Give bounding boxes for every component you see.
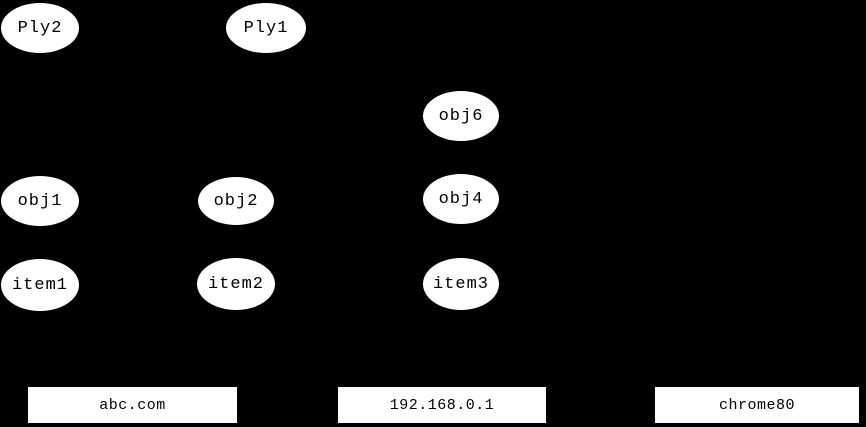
- box-label-chrome80: chrome80: [718, 396, 795, 414]
- node-label-ply2: Ply2: [17, 18, 63, 38]
- node-obj2: obj2: [198, 177, 274, 225]
- node-item1: item1: [1, 259, 79, 311]
- node-label-obj1: obj1: [17, 191, 63, 211]
- node-label-obj2: obj2: [213, 191, 259, 211]
- node-ply1: Ply1: [226, 3, 306, 53]
- node-label-item2: item2: [207, 274, 264, 294]
- node-item2: item2: [197, 258, 275, 310]
- node-obj6: obj6: [423, 91, 499, 141]
- node-obj1: obj1: [1, 176, 79, 226]
- box-abc-com: abc.com: [27, 386, 238, 424]
- box-chrome80: chrome80: [654, 386, 860, 424]
- node-label-item1: item1: [11, 275, 68, 295]
- node-item3: item3: [423, 258, 499, 310]
- node-label-ply1: Ply1: [243, 18, 289, 38]
- node-label-item3: item3: [432, 274, 489, 294]
- node-ply2: Ply2: [1, 3, 79, 53]
- box-ip-addr: 192.168.0.1: [337, 386, 547, 424]
- node-label-obj6: obj6: [438, 106, 484, 126]
- node-obj4: obj4: [423, 174, 499, 224]
- box-label-ip-addr: 192.168.0.1: [389, 396, 495, 414]
- node-label-obj4: obj4: [438, 189, 484, 209]
- box-label-abc-com: abc.com: [99, 396, 166, 414]
